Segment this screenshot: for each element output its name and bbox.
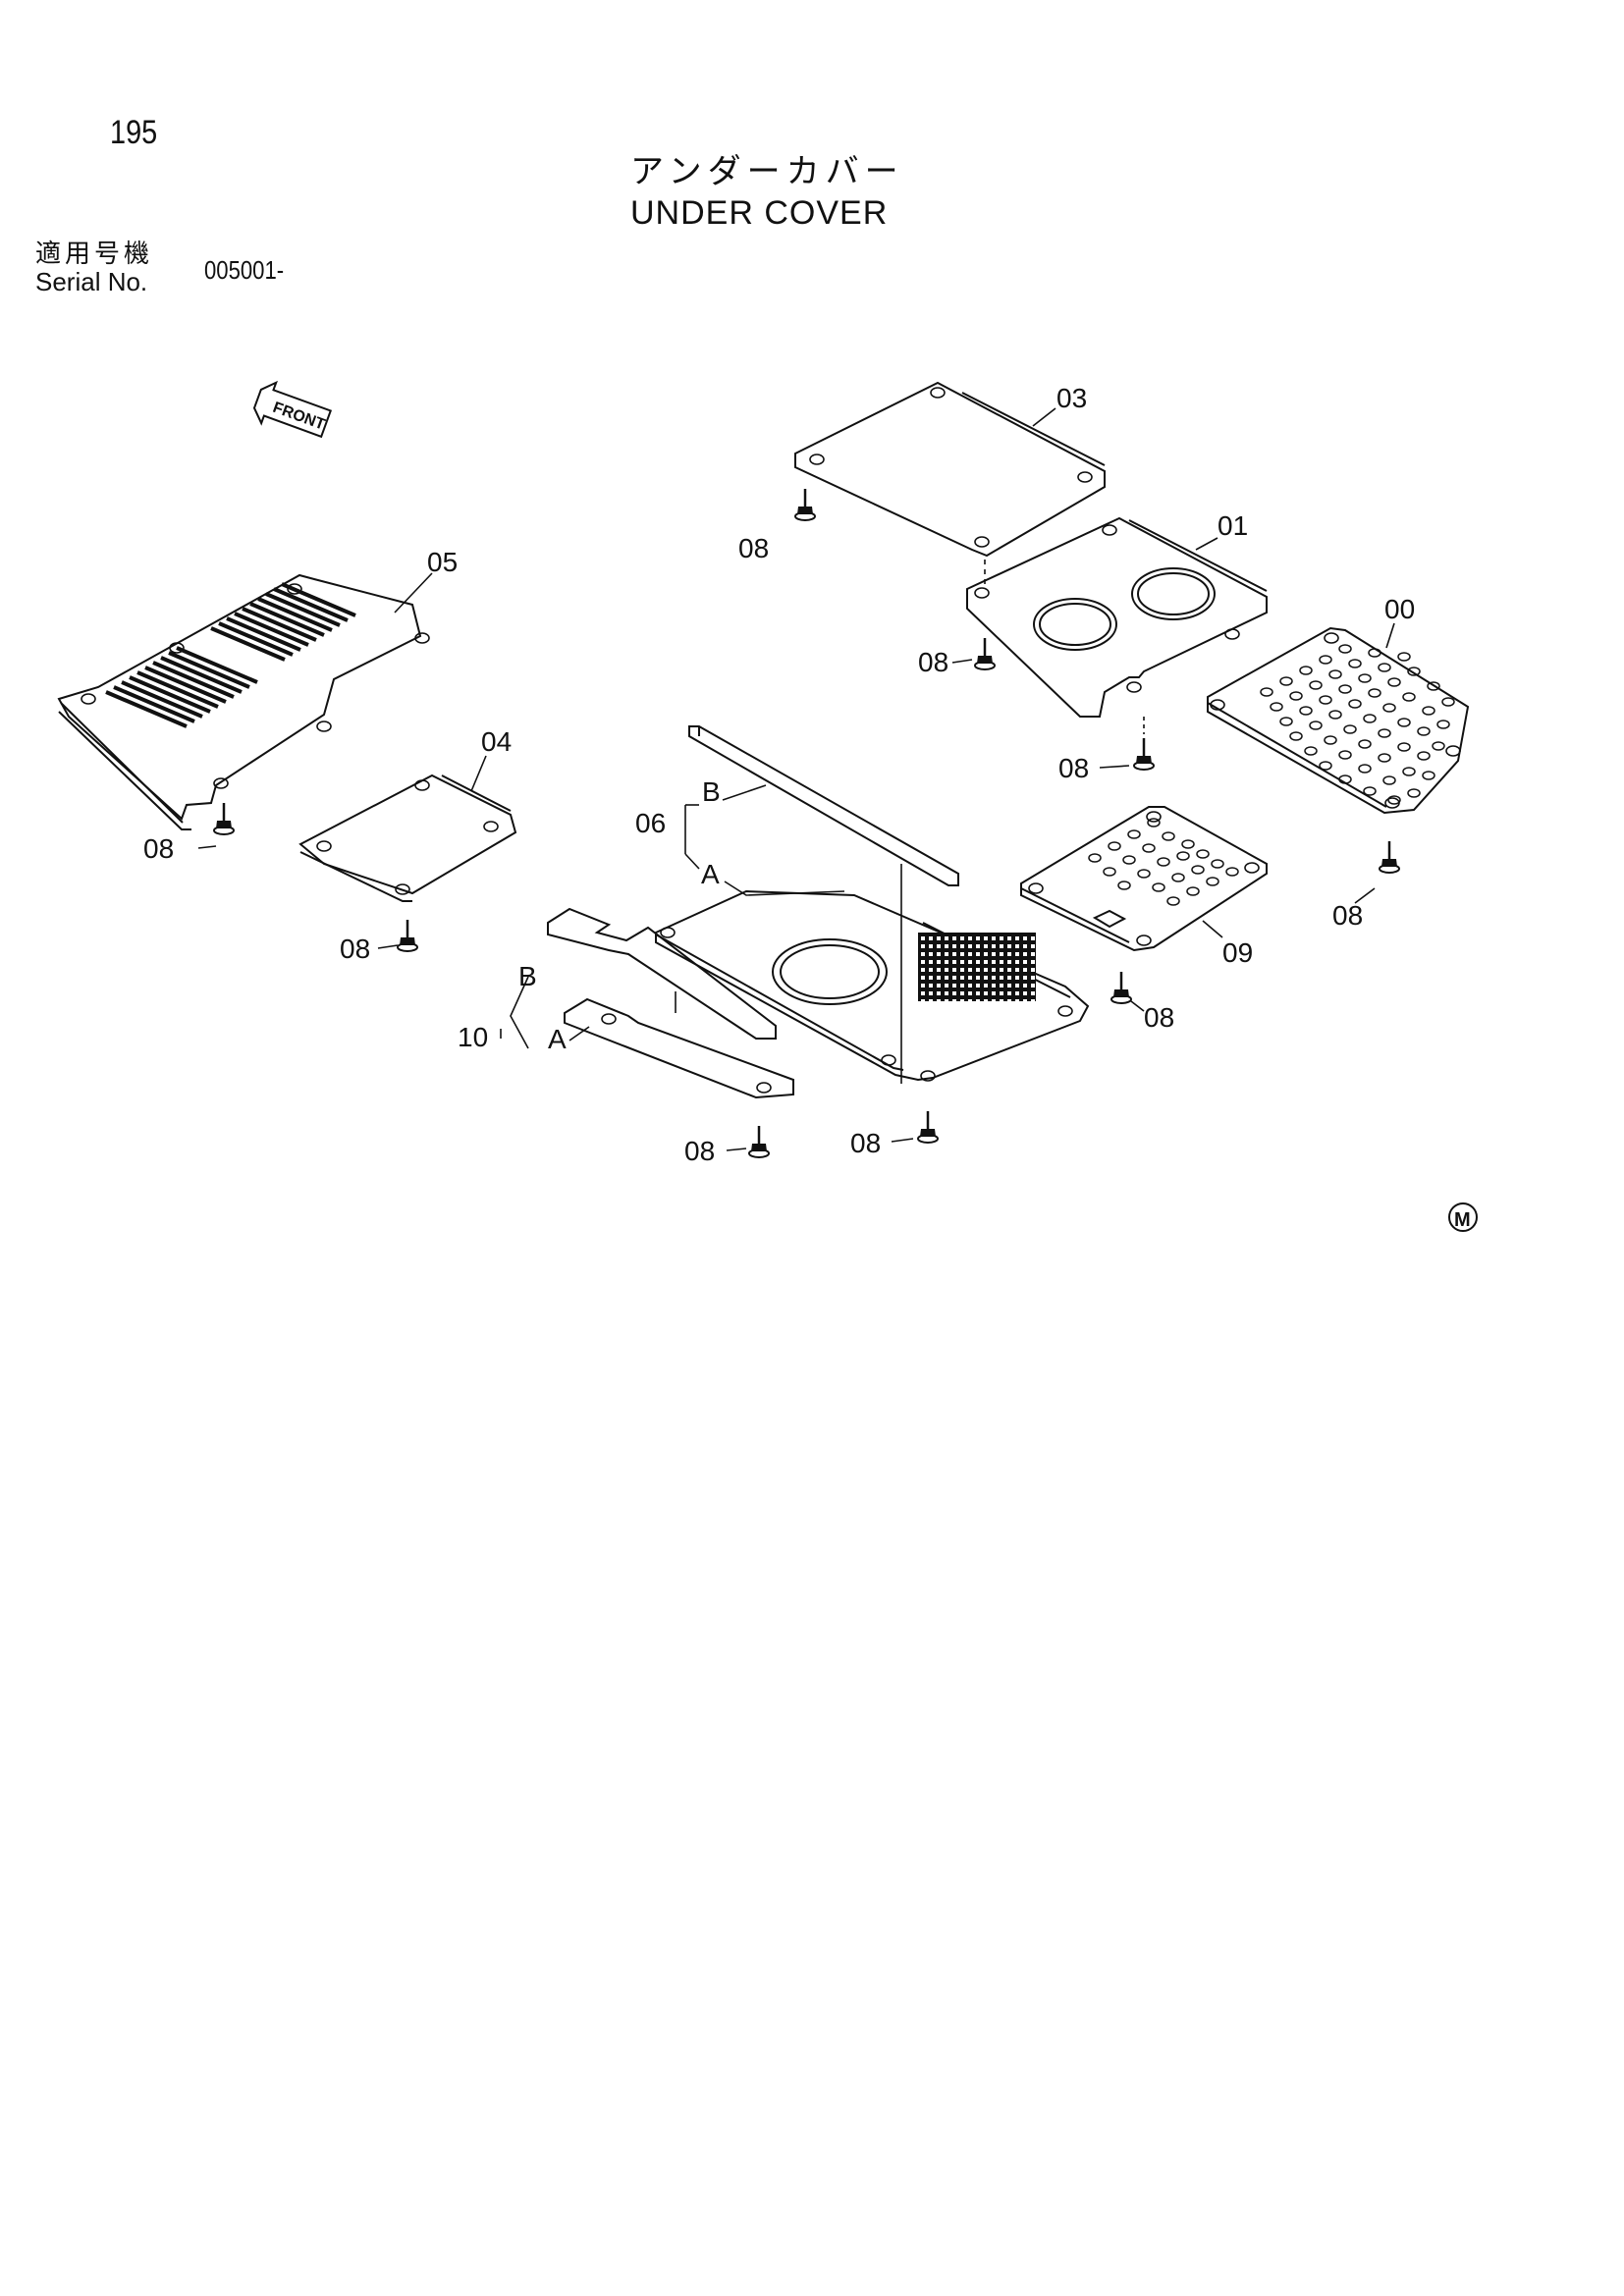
bolt-icon bbox=[212, 801, 236, 836]
bolt-icon bbox=[793, 487, 817, 522]
bolt-icon bbox=[1132, 736, 1156, 772]
part-00-perforated-plate bbox=[1207, 626, 1470, 815]
bolt-icon bbox=[1110, 970, 1133, 1005]
callout-08-part03: 08 bbox=[738, 533, 769, 563]
bolt-icon bbox=[396, 918, 419, 953]
bolt-icon bbox=[973, 636, 997, 671]
m-mark-icon: M bbox=[1448, 1202, 1478, 1232]
callout-10: 10 bbox=[458, 1022, 488, 1052]
bolt-icon bbox=[1378, 839, 1401, 875]
callout-08-part01-left: 08 bbox=[918, 647, 948, 677]
callout-06-a: A bbox=[701, 859, 720, 889]
callout-03: 03 bbox=[1056, 383, 1087, 413]
callout-10-b: B bbox=[518, 961, 537, 991]
part-09-perforated-plate bbox=[1020, 806, 1268, 952]
callout-08-part09: 08 bbox=[1144, 1002, 1174, 1033]
callout-00: 00 bbox=[1384, 594, 1415, 624]
callout-08-part06: 08 bbox=[850, 1128, 881, 1158]
callout-08-part04: 08 bbox=[340, 934, 370, 964]
part-10-plate-and-bar bbox=[547, 907, 794, 1099]
title-english: UNDER COVER bbox=[630, 194, 889, 232]
callout-05: 05 bbox=[427, 547, 458, 577]
front-arrow-icon: FRONT bbox=[252, 380, 333, 439]
part-06-main-plate bbox=[655, 725, 1090, 1084]
callout-06-b: B bbox=[702, 776, 721, 807]
part-05-vented-panel bbox=[57, 573, 430, 830]
callout-01: 01 bbox=[1218, 510, 1248, 541]
part-03-plate bbox=[794, 381, 1106, 558]
callout-08-part00: 08 bbox=[1332, 900, 1363, 931]
serial-value: 005001- bbox=[204, 255, 285, 285]
callout-04: 04 bbox=[481, 726, 512, 757]
callout-09: 09 bbox=[1222, 937, 1253, 968]
page-number: 195 bbox=[110, 114, 158, 151]
part-01-plate bbox=[966, 516, 1268, 718]
bolt-icon bbox=[916, 1109, 940, 1145]
part-04-plate bbox=[298, 774, 517, 902]
m-mark-label: M bbox=[1454, 1209, 1471, 1231]
serial-label-japanese: 適用号機 bbox=[35, 240, 154, 269]
serial-label-english: Serial No. bbox=[35, 267, 148, 296]
callout-08-part05: 08 bbox=[143, 833, 174, 864]
callout-06: 06 bbox=[635, 808, 666, 838]
callout-08-part01-bottom: 08 bbox=[1058, 753, 1089, 783]
bolt-icon bbox=[747, 1124, 771, 1159]
callout-08-part10: 08 bbox=[684, 1136, 715, 1166]
callout-10-a: A bbox=[548, 1024, 567, 1054]
title-japanese: アンダーカバー bbox=[630, 152, 904, 191]
